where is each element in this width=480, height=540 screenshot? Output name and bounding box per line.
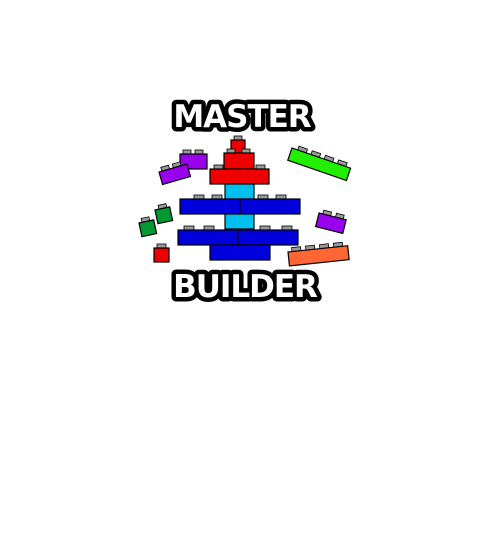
brick: [158, 161, 192, 186]
brick: [224, 213, 255, 230]
brick: [224, 183, 255, 200]
brick: [177, 225, 299, 246]
brick: [153, 243, 170, 263]
brick: [209, 244, 271, 261]
brick: [179, 194, 301, 215]
brick: [223, 148, 255, 170]
brick-tower: [177, 135, 301, 261]
brick: [287, 145, 352, 182]
brick: [314, 209, 347, 235]
logo-word-top: MASTER: [173, 99, 311, 135]
brick: [154, 203, 174, 225]
brick: [287, 241, 350, 267]
brick: [138, 216, 158, 238]
logo-word-bottom: BUILDER: [173, 269, 318, 305]
brick: [209, 164, 270, 185]
scattered-bricks: [138, 145, 352, 267]
